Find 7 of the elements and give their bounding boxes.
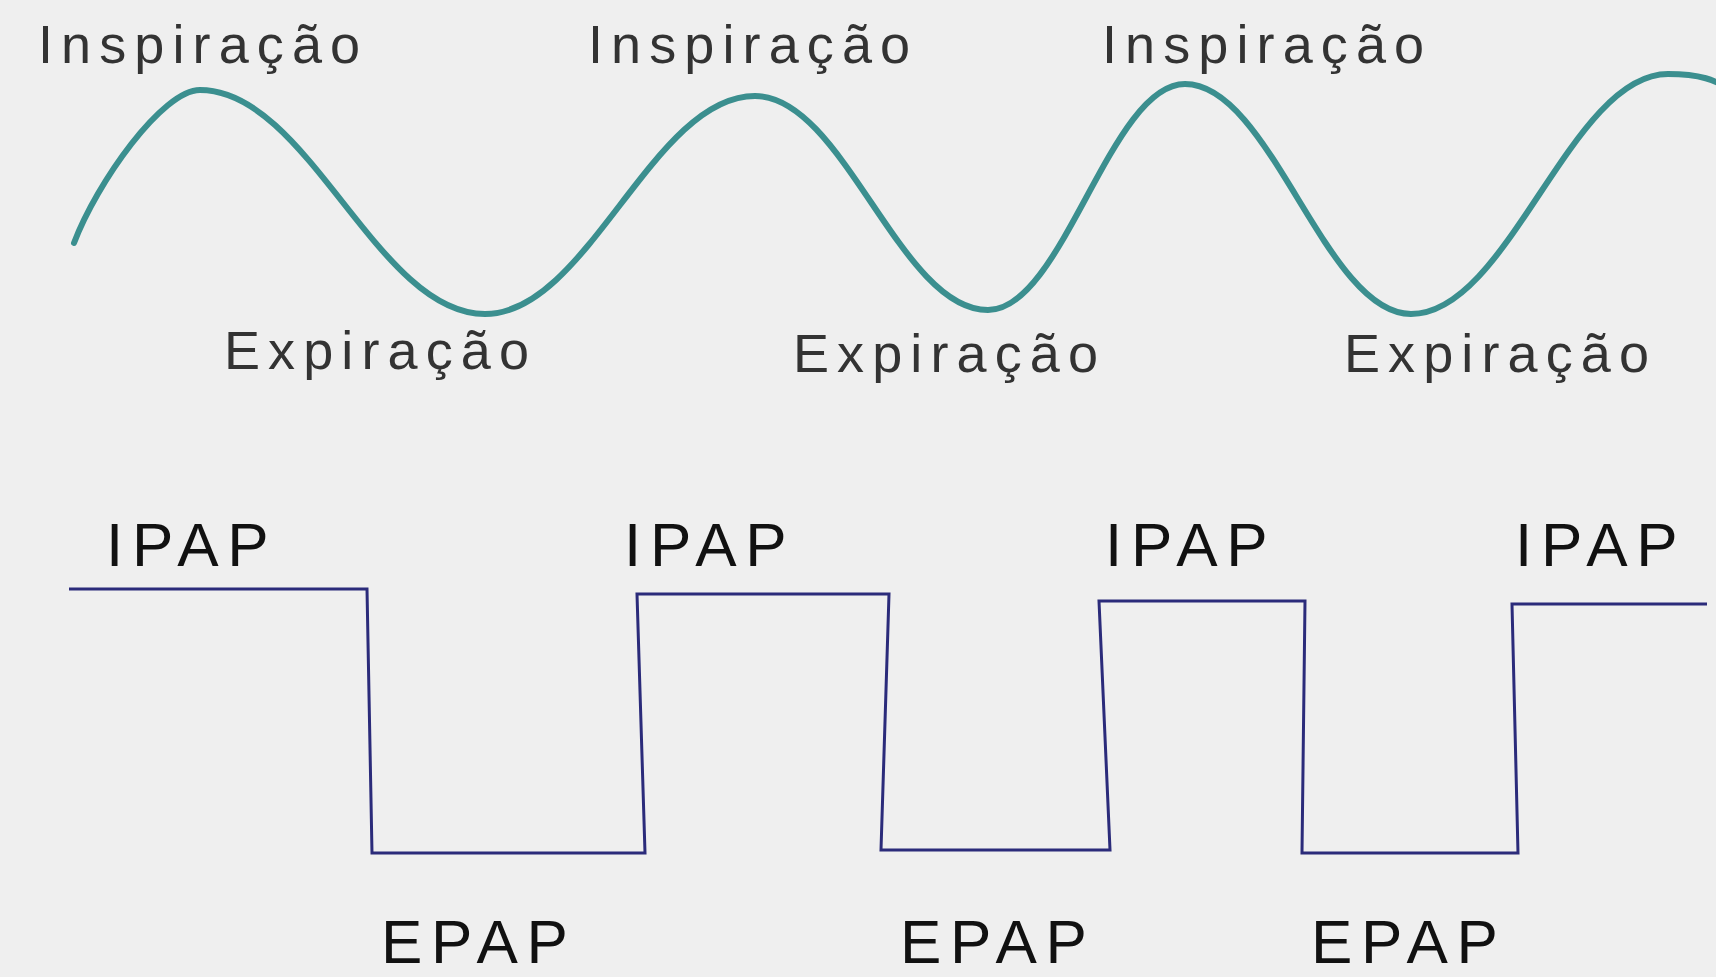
wave-label: EPAP [900, 911, 1096, 973]
wave-label: IPAP [1515, 514, 1687, 576]
wave-label: EPAP [1311, 911, 1507, 973]
wave-label: IPAP [106, 514, 278, 576]
wave-label: IPAP [1105, 514, 1277, 576]
wave-label: EPAP [381, 911, 577, 973]
wave-label: IPAP [624, 514, 796, 576]
